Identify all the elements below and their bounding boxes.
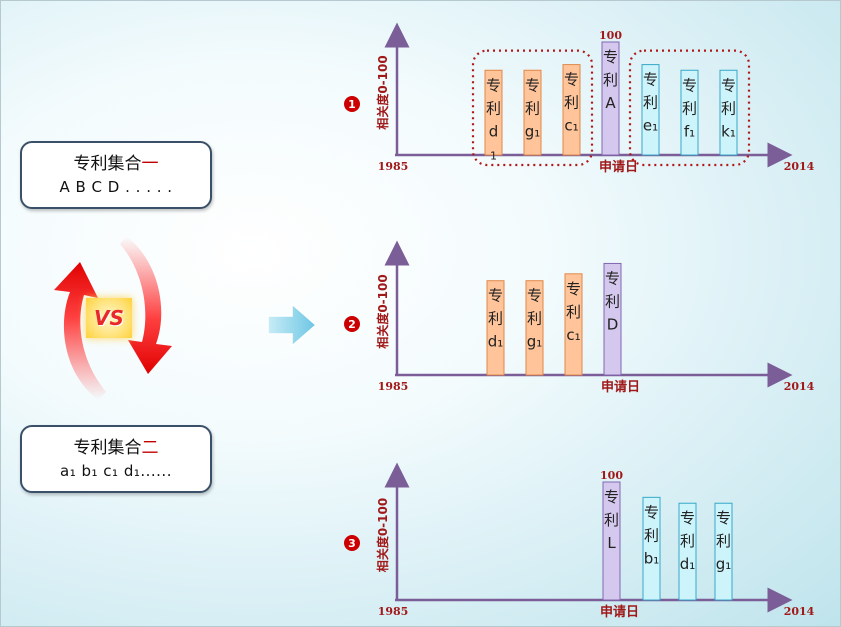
bar-label-专利d1-2: d₁ [488, 333, 504, 351]
bar-label-专利b1-0: 专 [644, 503, 659, 521]
bar-label-专利f1-0: 专 [682, 76, 697, 94]
bar-label-专利e1-0: 专 [643, 71, 658, 89]
x-start-label: 1985 [378, 380, 409, 393]
x-axis-label: 申请日 [600, 604, 639, 620]
chart-panel-2: 相关度0-10019852014专利d₁专利g₁专利c₁专利D申请日 [375, 248, 815, 395]
bar-label-专利g1-1: 利 [716, 532, 731, 550]
bar-label-专利d1-1: 利 [680, 532, 695, 550]
bar-label-专利c1-2: c₁ [564, 117, 578, 135]
x-axis-label: 申请日 [599, 159, 638, 175]
bar-label-专利k1-0: 专 [721, 76, 736, 94]
bar-label-专利g1-2: g₁ [525, 122, 541, 140]
bar-label-专利k1-2: k₁ [721, 122, 736, 140]
bar-label-专利d1-0: 专 [486, 76, 501, 94]
chart-number-badge-2: 2 [344, 316, 360, 332]
x-end-label: 2014 [784, 160, 815, 173]
bar-label-专利k1-1: 利 [721, 99, 736, 117]
bar-label-专利A-1: 利 [603, 71, 618, 89]
chart-number-badge-3: 3 [344, 535, 360, 551]
bar-label-专利c1-2: c₁ [566, 326, 580, 344]
peak-value-label: 100 [599, 29, 622, 42]
bar-label-专利d1-3: 1 [490, 149, 497, 162]
bar-label-专利L-1: 利 [604, 511, 619, 529]
x-end-label: 2014 [784, 605, 815, 618]
bar-label-专利d1-2: d₁ [680, 555, 696, 573]
bar-label-专利c1-0: 专 [566, 280, 581, 298]
bar-label-专利e1-1: 利 [643, 94, 658, 112]
bar-label-专利g1-1: 利 [525, 99, 540, 117]
bar-label-专利D-1: 利 [605, 292, 620, 310]
chart-number-badge-1: 1 [344, 96, 360, 112]
bar-label-专利c1-1: 利 [566, 303, 581, 321]
x-axis-label: 申请日 [601, 379, 640, 395]
bar-label-专利d1-2: d [489, 122, 499, 140]
y-axis-label: 相关度0-100 [375, 55, 390, 129]
bar-label-专利f1-2: f₁ [684, 122, 695, 140]
x-end-label: 2014 [784, 380, 815, 393]
bar-label-专利b1-2: b₁ [644, 549, 660, 567]
bar-label-专利L-2: L [607, 534, 616, 552]
bar-label-专利D-0: 专 [605, 269, 620, 287]
x-start-label: 1985 [378, 605, 409, 618]
bar-label-专利c1-1: 利 [564, 94, 579, 112]
bar-label-专利g1-0: 专 [525, 76, 540, 94]
bar-label-专利e1-2: e₁ [643, 117, 658, 135]
bar-label-专利b1-1: 利 [644, 526, 659, 544]
bar-label-专利A-2: A [605, 94, 616, 112]
y-axis-label: 相关度0-100 [375, 498, 390, 572]
bar-label-专利g1-0: 专 [527, 287, 542, 305]
bar-label-专利d1-1: 利 [488, 310, 503, 328]
bar-label-专利c1-0: 专 [564, 71, 579, 89]
bar-label-专利d1-0: 专 [488, 287, 503, 305]
bar-label-专利L-0: 专 [604, 488, 619, 506]
bar-label-专利f1-1: 利 [682, 99, 697, 117]
peak-value-label: 100 [600, 469, 623, 482]
bar-label-专利g1-2: g₁ [716, 555, 732, 573]
chart-panel-1: 相关度0-10019852014专利d1专利g₁专利c₁专利A专利e₁专利f₁专… [375, 29, 815, 175]
bar-label-专利A-0: 专 [603, 48, 618, 66]
bar-label-专利d1-1: 利 [486, 99, 501, 117]
y-axis-label: 相关度0-100 [375, 274, 390, 348]
bar-label-专利g1-2: g₁ [527, 333, 543, 351]
chart-panel-3: 相关度0-10019852014专利L专利b₁专利d₁专利g₁申请日100 [375, 469, 815, 620]
bar-label-专利g1-0: 专 [716, 509, 731, 527]
bar-label-专利D-2: D [607, 315, 619, 333]
bar-label-专利d1-0: 专 [680, 509, 695, 527]
x-start-label: 1985 [378, 160, 409, 173]
bar-label-专利g1-1: 利 [527, 310, 542, 328]
